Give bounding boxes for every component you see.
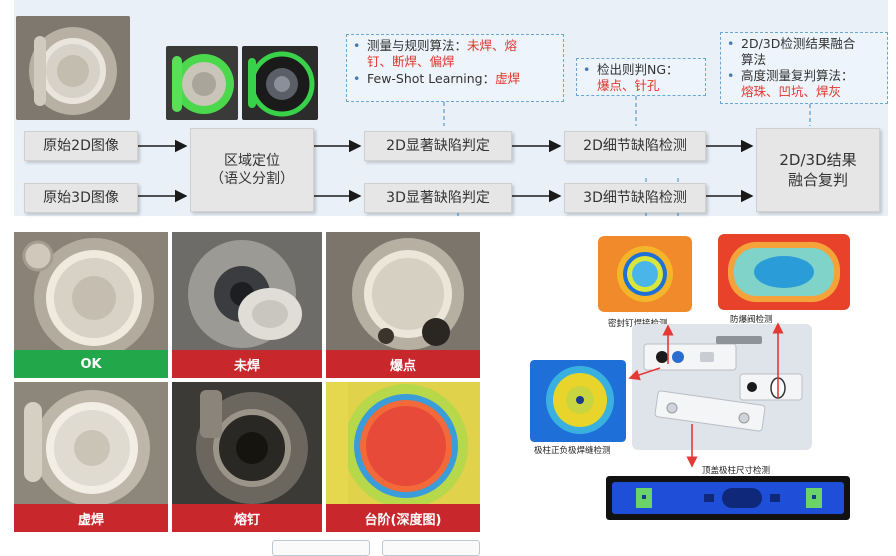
- note1-b1-red2: 钉、断焊、偏焊: [367, 54, 455, 69]
- label-ok-text: OK: [80, 356, 102, 372]
- sample-image-unwelded: [172, 232, 322, 350]
- note3-b1-line2: 算法: [741, 52, 767, 67]
- segmentation-box: 区域定位 （语义分割）: [190, 128, 314, 212]
- caption-pole-size: 顶盖极柱尺寸检测: [702, 466, 771, 476]
- fusion-label-line1: 2D/3D结果: [779, 151, 857, 169]
- note1-b1-prefix: 测量与规则算法：: [367, 38, 468, 53]
- bullet-icon: •: [353, 38, 361, 53]
- bullet-icon: •: [583, 62, 591, 77]
- sample-image-burst: [326, 232, 480, 350]
- label-melted-nail-text: 熔钉: [233, 512, 260, 528]
- label-melted-nail: 熔钉: [172, 504, 322, 532]
- pole-size-strip: [606, 476, 850, 520]
- label-step-depth-text: 台阶(深度图): [364, 512, 442, 528]
- caption-vent-valve: 防爆阀检测: [730, 315, 773, 325]
- bottom-tab-right[interactable]: [382, 540, 480, 556]
- caption-seal-nail: 密封钉焊接检测: [608, 319, 668, 329]
- input-3d-image-box: 原始3D图像: [24, 183, 138, 213]
- bullet-icon: •: [727, 36, 735, 51]
- battery-cover-detection-panel: 密封钉焊接检测 防爆阀检测 极柱正负极焊缝检测: [520, 228, 870, 528]
- note3-b1-line1: 2D/3D检测结果融合: [741, 36, 856, 51]
- note1-b2-red: 虚焊: [495, 71, 521, 86]
- note2-prefix: 检出则判NG：: [597, 62, 679, 77]
- segmentation-label-line1: 区域定位: [224, 153, 280, 169]
- detail-2d-box: 2D细节缺陷检测: [564, 131, 706, 161]
- weld-2d-thumbnail: [16, 16, 130, 120]
- note-fusion-algorithm: • 2D/3D检测结果融合算法 • 高度测量复判算法：熔珠、凹坑、焊灰: [720, 32, 888, 104]
- segmentation-green-thumbnail: [166, 46, 238, 120]
- label-burst-text: 爆点: [389, 358, 416, 374]
- label-unwelded: 未焊: [172, 350, 322, 378]
- bullet-icon: •: [353, 71, 361, 86]
- input-2d-image-box: 原始2D图像: [24, 131, 138, 161]
- pole-gap-heatmap: [530, 360, 626, 442]
- bullet-icon: •: [727, 68, 735, 83]
- label-burst: 爆点: [326, 350, 480, 378]
- fusion-box: 2D/3D结果 融合复判: [756, 128, 880, 212]
- note-ng-detection: • 检出则判NG：爆点、针孔: [576, 58, 706, 96]
- sample-image-step-depth: [326, 382, 480, 504]
- salient-3d-box: 3D显著缺陷判定: [364, 183, 512, 213]
- note1-b1-red1: 未焊、熔: [467, 38, 518, 53]
- salient-2d-label: 2D显著缺陷判定: [386, 138, 490, 154]
- detail-3d-label: 3D细节缺陷检测: [583, 190, 687, 206]
- fusion-label-line2: 融合复判: [787, 171, 848, 189]
- vent-valve-heatmap: [718, 234, 850, 310]
- label-step-depth: 台阶(深度图): [326, 504, 480, 532]
- salient-3d-label: 3D显著缺陷判定: [386, 190, 490, 206]
- sample-image-false-weld: [14, 382, 168, 504]
- battery-cover-photo: [632, 324, 812, 450]
- salient-2d-box: 2D显著缺陷判定: [364, 131, 512, 161]
- callout-arrows: [628, 322, 784, 468]
- label-false-weld: 虚焊: [14, 504, 168, 532]
- sample-image-melted-nail: [172, 382, 322, 504]
- seal-nail-heatmap: [598, 236, 692, 312]
- note-measurement-rules: • 测量与规则算法：未焊、熔钉、断焊、偏焊 • Few-Shot Learnin…: [346, 34, 564, 102]
- detail-3d-box: 3D细节缺陷检测: [564, 183, 706, 213]
- label-false-weld-text: 虚焊: [77, 512, 104, 528]
- segmentation-3d-thumbnail: [242, 46, 318, 120]
- note3-b2-prefix: 高度测量复判算法：: [741, 68, 854, 83]
- bottom-tab-left[interactable]: [272, 540, 370, 556]
- weld-sample-grid: OK 未焊 爆点: [14, 232, 480, 532]
- note2-red: 爆点、针孔: [597, 78, 660, 93]
- input-2d-label: 原始2D图像: [43, 138, 119, 154]
- caption-pole-gap: 极柱正负极焊缝检测: [534, 446, 611, 456]
- detail-2d-label: 2D细节缺陷检测: [583, 138, 687, 154]
- note3-b2-red: 熔珠、凹坑、焊灰: [741, 84, 842, 99]
- note1-b2-prefix: Few-Shot Learning：: [367, 71, 496, 86]
- input-3d-label: 原始3D图像: [43, 190, 119, 206]
- sample-image-ok: [14, 232, 168, 350]
- label-unwelded-text: 未焊: [233, 358, 260, 374]
- process-flow-diagram: 原始2D图像 原始3D图像 区域定位 （语义分割） 2D显著缺陷判定 3D显著缺…: [14, 0, 888, 216]
- label-ok: OK: [14, 350, 168, 378]
- segmentation-label-line2: （语义分割）: [210, 171, 294, 187]
